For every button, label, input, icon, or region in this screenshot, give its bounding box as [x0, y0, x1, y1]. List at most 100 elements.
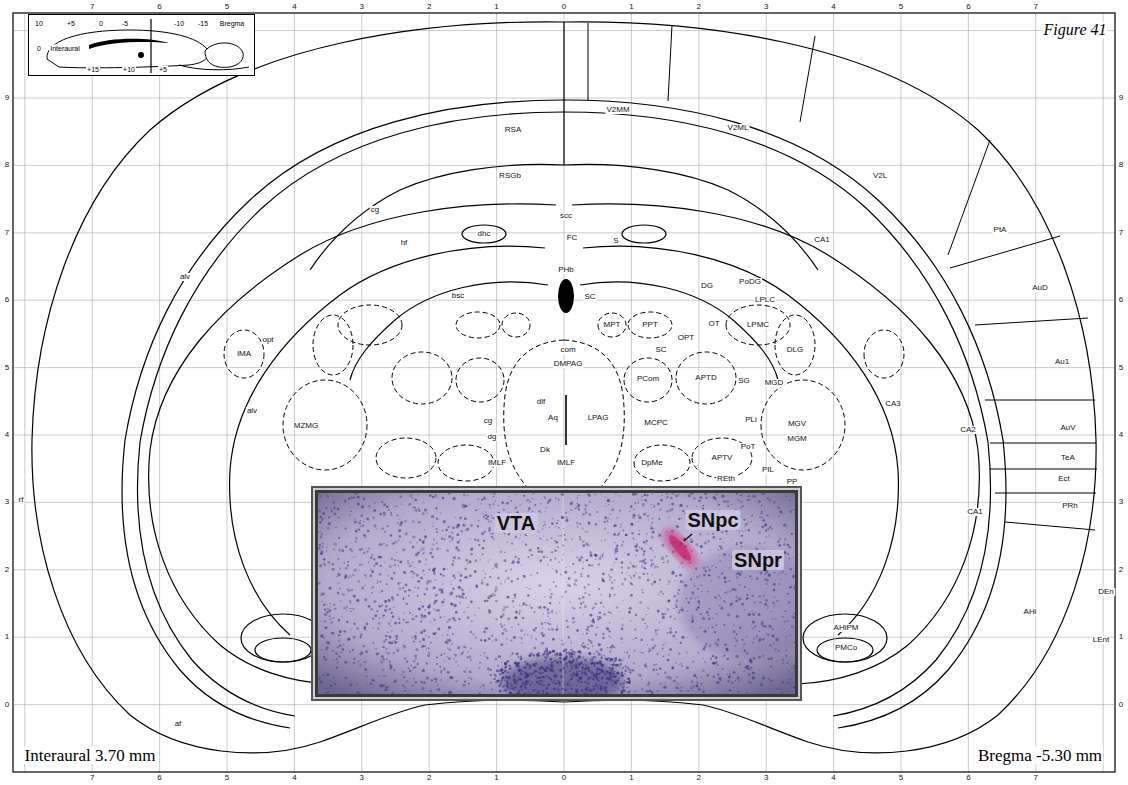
cell-dot: [417, 595, 419, 597]
cell-dot: [631, 583, 633, 585]
cell-dot: [654, 556, 656, 558]
cell-dot: [426, 649, 427, 650]
cell-dot: [449, 541, 450, 542]
cell-dot: [535, 689, 537, 691]
cell-dot: [745, 530, 746, 531]
cell-dot: [746, 546, 747, 547]
cell-dot: [667, 584, 668, 585]
cell-dot: [462, 524, 465, 527]
cell-dot: [660, 590, 662, 592]
cell-dot: [389, 663, 391, 665]
brainstem-line: [179, 65, 249, 70]
cell-dot: [699, 575, 701, 577]
cell-dot: [457, 541, 460, 544]
cell-dot: [372, 516, 375, 519]
cell-dot: [346, 610, 347, 611]
cell-dot: [485, 514, 487, 516]
cell-dot: [787, 662, 789, 664]
cell-dot: [491, 516, 493, 518]
cell-dot: [374, 614, 377, 617]
cell-dot: [703, 574, 706, 577]
cell-dot: [718, 638, 720, 640]
cell-dot: [481, 532, 484, 535]
cell-dot: [529, 604, 530, 605]
cell-dot: [727, 614, 730, 617]
cell-dot: [638, 576, 641, 579]
cell-dot: [658, 535, 661, 538]
cell-dot: [391, 540, 392, 541]
cell-dot: [485, 627, 488, 630]
cell-dot: [359, 652, 362, 655]
cell-dot: [582, 596, 585, 599]
cell-dot: [455, 680, 457, 682]
cell-dot: [543, 525, 545, 527]
grid-line: [968, 13, 969, 772]
outline-line: [990, 469, 1097, 470]
cell-dot: [543, 642, 544, 643]
cell-dot: [504, 666, 507, 669]
cell-dot: [504, 559, 507, 562]
cell-dot: [493, 538, 495, 540]
cell-dot: [675, 604, 677, 606]
cell-dot: [559, 611, 560, 612]
cell-dot: [748, 613, 751, 616]
cell-dot: [503, 624, 505, 626]
cell-dot: [383, 503, 386, 506]
cell-dot: [494, 565, 497, 568]
cell-dot: [339, 630, 342, 633]
cell-dot: [445, 529, 448, 532]
cell-dot: [432, 525, 433, 526]
cell-dot: [681, 636, 684, 639]
cell-dot: [737, 691, 739, 693]
cell-dot: [396, 514, 398, 516]
cell-dot: [433, 587, 436, 590]
cell-dot: [380, 580, 382, 582]
cell-dot: [594, 493, 596, 495]
cell-dot: [605, 656, 606, 657]
cell-dot: [571, 509, 573, 511]
cell-dot: [613, 525, 615, 527]
cell-dot: [528, 510, 529, 511]
cell-dot: [702, 617, 705, 620]
cell-dot: [529, 667, 531, 669]
cell-dot: [428, 611, 431, 614]
cell-dot: [768, 678, 770, 680]
grid-line: [13, 704, 1115, 705]
cell-dot: [365, 585, 366, 586]
cell-dot: [393, 669, 395, 671]
cell-dot: [523, 575, 526, 578]
cell-dot: [448, 535, 451, 538]
cell-dot: [390, 512, 392, 514]
cell-dot: [346, 607, 348, 609]
cell-dot: [761, 511, 763, 513]
cell-dot: [648, 608, 650, 610]
cell-dot: [633, 575, 635, 577]
cell-dot: [346, 621, 348, 623]
cell-dot: [787, 691, 789, 693]
cell-dot: [697, 601, 700, 604]
cell-dot: [478, 509, 479, 510]
cell-dot: [723, 624, 725, 626]
cell-dot: [470, 631, 472, 633]
cell-dot: [414, 567, 416, 569]
cell-dot: [643, 573, 645, 575]
cell-dot: [545, 611, 546, 612]
cell-dot: [555, 498, 557, 500]
cell-dot: [483, 539, 486, 542]
cell-dot: [388, 652, 391, 655]
outline-ellipse: [376, 438, 436, 478]
cell-dot: [367, 684, 369, 686]
cell-dot: [547, 564, 548, 565]
cell-dot: [579, 523, 581, 525]
cell-dot: [779, 538, 781, 540]
cell-dot: [735, 573, 737, 575]
cell-dot: [449, 648, 452, 651]
cell-dot: [613, 533, 616, 536]
cell-dot: [420, 631, 423, 634]
cell-dot: [682, 567, 683, 568]
cell-dot: [625, 665, 627, 667]
cell-dot: [328, 516, 330, 518]
cell-dot: [463, 670, 466, 673]
cell-dot: [390, 514, 392, 516]
cell-dot: [478, 607, 480, 609]
